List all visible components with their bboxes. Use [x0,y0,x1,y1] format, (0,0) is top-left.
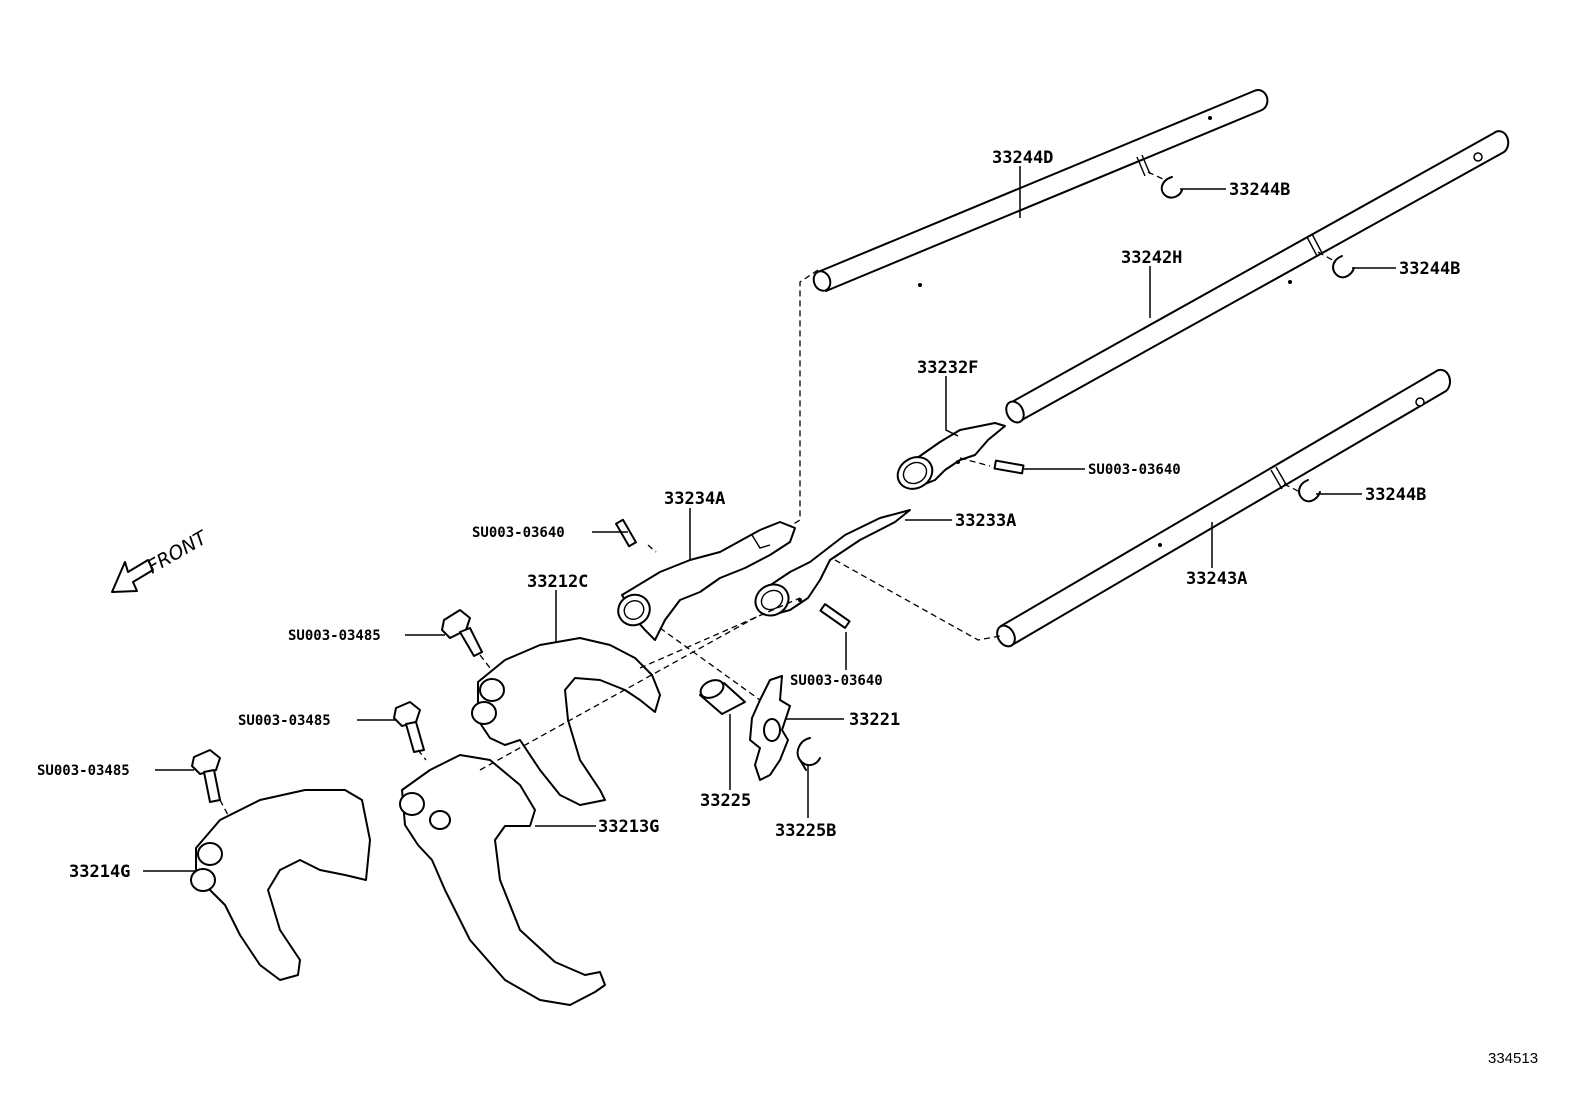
shift-head-33232F [896,422,1006,490]
label-33233A: 33233A [955,511,1016,531]
bolt-1 [441,609,483,657]
e-ring-clip-33244B-3 [1298,479,1321,503]
label-SU003-03640-left: SU003-03640 [472,525,565,541]
bolt-3 [191,749,221,803]
label-SU003-03485-2: SU003-03485 [238,713,331,729]
shift-rod-33243A [996,368,1452,648]
shift-fork-33214G [190,789,371,981]
label-33221: 33221 [849,710,900,730]
shift-head-33234A [617,521,796,641]
spring-pin-mid [819,603,851,629]
label-33214G: 33214G [69,862,130,882]
label-33225B: 33225B [775,821,836,841]
label-33212C: 33212C [527,572,588,592]
label-33244B-3: 33244B [1365,485,1426,505]
spring-pin-top [993,459,1025,475]
snap-ring-33225B [796,737,821,771]
label-SU003-03485-3: SU003-03485 [37,763,130,779]
label-SU003-03640-mid: SU003-03640 [790,673,883,689]
label-33232F: 33232F [917,358,978,378]
e-ring-clip-33244B-1 [1160,176,1183,199]
label-33244B-1: 33244B [1229,180,1290,200]
e-ring-clip-33244B-2 [1332,255,1355,279]
shift-fork-33212C [471,637,661,806]
shift-rod-33242H [1005,130,1510,424]
leader-lines [143,166,1396,872]
bolt-2 [393,701,425,753]
label-33243A: 33243A [1186,569,1247,589]
label-33234A: 33234A [664,489,725,509]
label-33213G: 33213G [598,817,659,837]
front-label: FRONT [144,526,212,578]
label-33244D: 33244D [992,148,1053,168]
shift-head-33233A [754,509,911,617]
label-SU003-03640-top: SU003-03640 [1088,462,1181,478]
figure-number: 334513 [1488,1050,1538,1067]
label-33225: 33225 [700,791,751,811]
interlock-pin-33225 [699,679,746,715]
shift-rod-33244D [812,89,1269,292]
label-33244B-2: 33244B [1399,259,1460,279]
shift-fork-33213G [399,754,606,1006]
label-SU003-03485-1: SU003-03485 [288,628,381,644]
spring-pin-left [615,518,637,548]
interlock-plate-33221 [749,675,791,781]
label-33242H: 33242H [1121,248,1182,268]
front-direction-arrow: FRONT [111,526,212,593]
